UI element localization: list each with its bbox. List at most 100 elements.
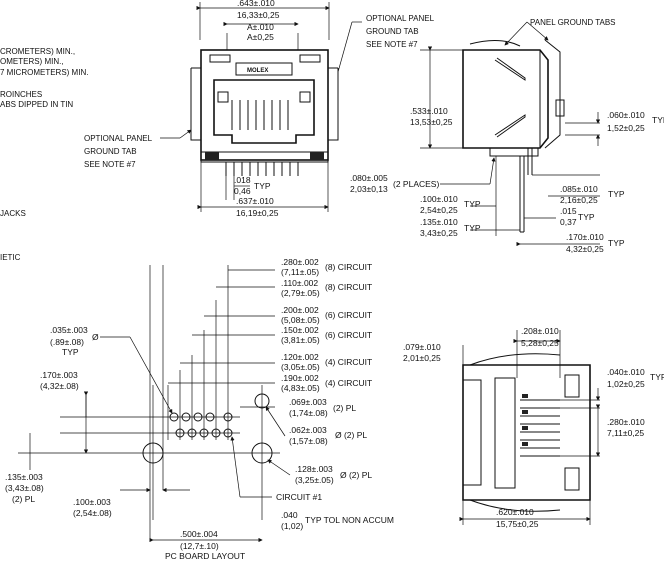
pcb-tol-lbl: TYP TOL NON ACCUM [305, 515, 394, 525]
pcb-l3-in: .100±.003 [73, 497, 111, 507]
pcb-hole-in: .035±.003 [50, 325, 88, 335]
side-height-in: .533±.010 [410, 106, 448, 116]
pcb-r9-in: .128±.003 [295, 464, 333, 474]
pcb-hole-typ: TYP [62, 347, 79, 357]
pcb-hole-sym: Ø [92, 332, 99, 342]
pcb-l1-mm: (4,32±.08) [40, 381, 79, 391]
pcb-r3-lbl: (6) CIRCUIT [325, 310, 372, 320]
pcb-r8-mm: (1,57±.08) [289, 436, 328, 446]
front-width-in: .643±.010 [237, 0, 275, 8]
front-view: .643±.010 16,33±0,25 A±.010 A±0,25 MOLEX [84, 0, 435, 218]
front-logo: MOLEX [247, 68, 268, 74]
pcb-r7-lbl: (2) PL [333, 403, 356, 413]
front-a-in: A±.010 [247, 22, 274, 32]
side-a-in: .100±.010 [420, 194, 458, 204]
note-line-1: CROMETERS) MIN., [0, 47, 75, 56]
bottom-b-in: .208±.010 [521, 326, 559, 336]
pcb-l2-pl: (2) PL [12, 494, 35, 504]
pcb-r3-mm: (5,08±.05) [281, 315, 320, 325]
pcb-r7-in: .069±.003 [289, 397, 327, 407]
pcb-l3-mm: (2,54±.08) [73, 508, 112, 518]
pcb-r5-in: .120±.002 [281, 352, 319, 362]
front-overall-mm: 16,19±0,25 [236, 208, 279, 218]
front-overall-in: .637±.010 [236, 196, 274, 206]
front-left-note-3: SEE NOTE #7 [84, 160, 136, 169]
bottom-d-in: .280±.010 [607, 417, 645, 427]
side-b-typ: TYP [464, 223, 481, 233]
bottom-c-in: .040±.010 [607, 367, 645, 377]
front-width-mm: 16,33±0,25 [237, 10, 280, 20]
bottom-b-mm: 5,28±0,25 [521, 338, 559, 348]
note-line-5: ABS DIPPED IN TIN [0, 100, 73, 109]
pcb-r5-lbl: (4) CIRCUIT [325, 357, 372, 367]
pcb-r6-mm: (4,83±.05) [281, 383, 320, 393]
front-panel-note-3: SEE NOTE #7 [366, 40, 418, 49]
bottom-view: .079±.010 2,01±0,25 .208±.010 5,28±0,25 … [403, 326, 664, 529]
side-post-note: (2 PLACES) [393, 179, 439, 189]
bottom-a-in: .079±.010 [403, 342, 441, 352]
side-tab-mm: 1,52±0,25 [607, 123, 645, 133]
pcb-r1-lbl: (8) CIRCUIT [325, 262, 372, 272]
note-line-7: IETIC [0, 253, 21, 262]
pcb-r8-lbl: Ø (2) PL [335, 430, 367, 440]
front-pin-typ: TYP [254, 181, 271, 191]
bottom-c-mm: 1,02±0,25 [607, 379, 645, 389]
side-e-typ: TYP [608, 238, 625, 248]
side-d-typ: TYP [578, 212, 595, 222]
bottom-a-mm: 2,01±0,25 [403, 353, 441, 363]
side-a-typ: TYP [464, 199, 481, 209]
pcb-r1-mm: (7,11±.05) [281, 267, 319, 277]
bottom-e-in: .620±.010 [496, 507, 534, 517]
front-pin-mm: 0,46 [234, 186, 251, 196]
general-notes: CROMETERS) MIN., OMETERS) MIN., 7 MICROM… [0, 47, 88, 262]
pcb-w-mm: (12,7±.10) [180, 541, 219, 551]
front-panel-note-2: GROUND TAB [366, 27, 419, 36]
side-post-in: .080±.005 [350, 173, 388, 183]
side-tab-in: .060±.010 [607, 110, 645, 120]
pcb-l2-in: .135±.003 [5, 472, 43, 482]
pcb-r7-mm: (1,74±.08) [289, 408, 328, 418]
note-line-2: OMETERS) MIN., [0, 57, 64, 66]
pcb-tol-mm: (1,02) [281, 521, 303, 531]
pcb-r2-mm: (2,79±.05) [281, 288, 320, 298]
side-tab-typ: TYP [652, 115, 664, 125]
pcb-r9-lbl: Ø (2) PL [340, 470, 372, 480]
pcb-r4-in: .150±.002 [281, 325, 319, 335]
bottom-d-mm: 7,11±0,25 [607, 428, 644, 438]
side-c-typ: TYP [608, 189, 625, 199]
pcb-r6-in: .190±.002 [281, 373, 319, 383]
side-panel-tabs: PANEL GROUND TABS [530, 18, 616, 27]
side-c-mm: 2,16±0,25 [560, 195, 598, 205]
pcb-l2-mm: (3,43±.08) [5, 483, 44, 493]
pcb-caption: PC BOARD LAYOUT [165, 551, 245, 561]
front-panel-note-1: OPTIONAL PANEL [366, 14, 435, 23]
side-e-in: .170±.010 [566, 232, 604, 242]
side-b-mm: 3,43±0,25 [420, 228, 458, 238]
side-height-mm: 13,53±0,25 [410, 117, 453, 127]
side-b-in: .135±.010 [420, 217, 458, 227]
note-line-3: 7 MICROMETERS) MIN. [0, 68, 88, 77]
side-c-in: .085±.010 [560, 184, 598, 194]
front-left-note-1: OPTIONAL PANEL [84, 134, 153, 143]
pcb-r4-lbl: (6) CIRCUIT [325, 330, 372, 340]
pcb-r5-mm: (3,05±.05) [281, 362, 320, 372]
pcb-r2-lbl: (8) CIRCUIT [325, 282, 372, 292]
pcb-r8-in: .062±.003 [289, 425, 327, 435]
side-view: PANEL GROUND TABS .533±.010 13,53±0,25 .… [350, 18, 664, 254]
pcb-r3-in: .200±.002 [281, 305, 319, 315]
pcb-r4-mm: (3,81±.05) [281, 335, 320, 345]
front-a-mm: A±0,25 [247, 32, 274, 42]
pcb-r6-lbl: (4) CIRCUIT [325, 378, 372, 388]
pcb-tol-in: .040 [281, 510, 298, 520]
pcb-r1-in: .280±.002 [281, 257, 319, 267]
side-a-mm: 2,54±0,25 [420, 205, 458, 215]
pcb-layout: .280±.002 (7,11±.05) (8) CIRCUIT .110±.0… [5, 257, 394, 561]
pcb-w-in: .500±.004 [180, 529, 218, 539]
pcb-r9-mm: (3,25±.05) [295, 475, 334, 485]
front-left-note-2: GROUND TAB [84, 147, 137, 156]
side-d-mm: 0,37 [560, 217, 577, 227]
bottom-e-mm: 15,75±0,25 [496, 519, 539, 529]
note-line-6: JACKS [0, 209, 26, 218]
side-post-mm: 2,03±0,13 [350, 184, 388, 194]
